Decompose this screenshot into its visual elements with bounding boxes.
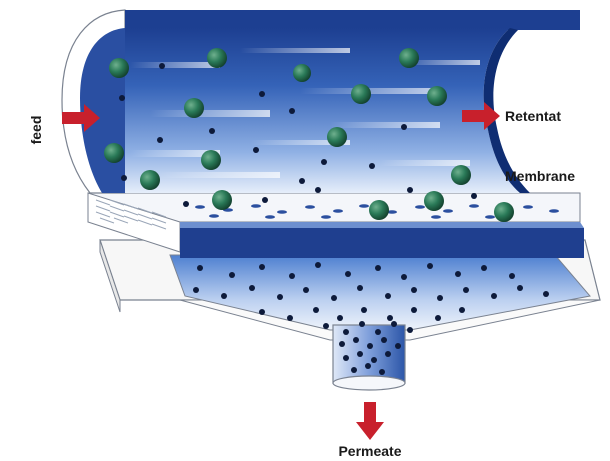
permeate-outlet <box>332 324 406 391</box>
large-particle <box>140 170 160 190</box>
large-particle <box>212 190 232 210</box>
permeate-arrow <box>356 402 384 440</box>
feed-arrow <box>62 104 100 132</box>
large-particle <box>109 58 129 78</box>
large-particle <box>424 191 444 211</box>
large-particle <box>369 200 389 220</box>
large-particle <box>351 84 371 104</box>
large-particle <box>399 48 419 68</box>
feed-tube <box>61 9 580 194</box>
small-particles <box>119 63 477 207</box>
large-particle <box>207 48 227 68</box>
large-particle <box>451 165 471 185</box>
membrane-label: Membrane <box>505 168 575 184</box>
large-particle <box>201 150 221 170</box>
feed-label: feed <box>28 116 44 145</box>
retentat-arrow <box>462 102 500 130</box>
large-particles <box>104 48 514 222</box>
permeate-label: Permeate <box>338 443 401 459</box>
large-particle <box>427 86 447 106</box>
large-particle <box>184 98 204 118</box>
permeate-particles <box>193 262 549 375</box>
large-particle <box>494 202 514 222</box>
large-particle <box>327 127 347 147</box>
large-particle <box>293 64 311 82</box>
retentat-label: Retentat <box>505 108 561 124</box>
membrane-layer <box>87 192 584 258</box>
large-particle <box>104 143 124 163</box>
